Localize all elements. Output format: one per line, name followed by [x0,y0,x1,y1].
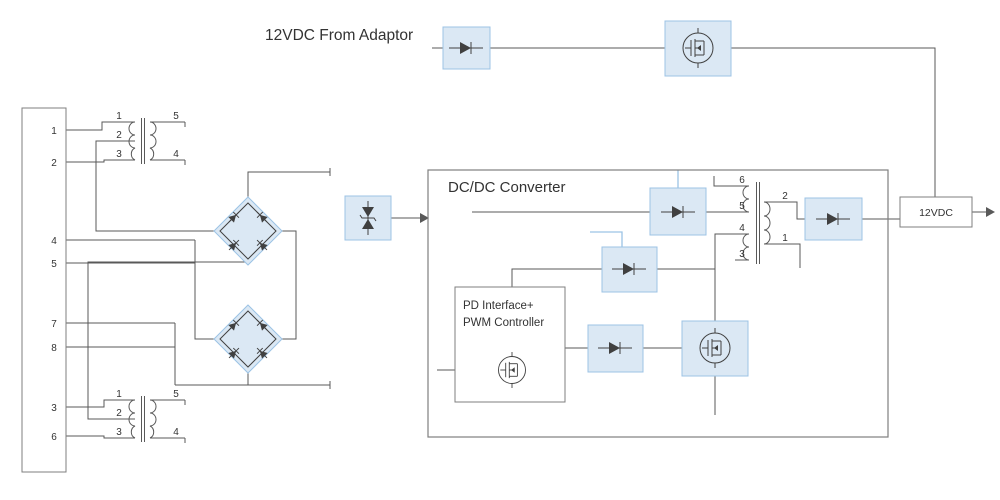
arrow-into-dcdc [420,213,429,223]
wire-pair45 [194,240,220,340]
xfmr-pin-label: 2 [782,191,788,202]
xfmr-pin-label: 2 [116,408,122,419]
pd-label-line1: PD Interface+ [463,300,534,312]
wire-pin6 [66,435,112,439]
connector-pin-label: 5 [51,259,57,270]
xfmr-pin-label: 5 [173,389,179,400]
wire-pin2-out [791,201,805,220]
wire-pin1-stub [791,243,801,268]
xfmr-pin-label: 5 [173,111,179,122]
xfmr-dcdc-leads [735,185,791,261]
gate-lead-line-mid [590,231,623,247]
xfmr-pin-label: 4 [173,149,179,160]
wire-bridge1-out [247,171,330,203]
dcdc-mosfet-block [681,320,749,377]
wire-bridge-bus [276,230,297,340]
xfmr-pin-label: 6 [739,175,745,186]
dcdc-converter-box [427,169,889,438]
adaptor-mosfet-block [664,20,732,77]
pd-label-line2: PWM Controller [463,317,544,329]
dcdc-mid-diode-block [601,246,658,293]
xfmr-pin-label: 4 [173,427,179,438]
adaptor-diode-block [442,26,491,70]
xfmr-pin-label: 1 [782,233,788,244]
dcdc-title: DC/DC Converter [448,179,566,196]
wire-pin6-stub [713,176,735,187]
wire-pin2 [66,159,112,163]
wire-ct-top [95,140,220,232]
bridge-rectifier-icon [213,304,283,374]
connector-pin-label: 8 [51,343,57,354]
output-diode-block [804,197,863,241]
xfmr-pin-label: 3 [116,149,122,160]
dcdc-low-diode-block [587,324,644,373]
dcdc-top-diode-block [649,187,707,236]
transformer-top-icon: 1 2 3 5 4 [116,111,179,164]
xfmr-pin-label: 2 [116,130,122,141]
transformer-dcdc-icon: 6 5 4 3 2 1 [739,175,788,264]
xfmr-pin-label: 3 [116,427,122,438]
xfmr-pin-label: 1 [116,389,122,400]
connector-pin-label: 2 [51,158,57,169]
connector-pin-label: 1 [51,126,57,137]
xfmr-pin-label: 3 [739,249,745,260]
xfmr-top-leads [112,121,186,165]
output-label: 12VDC [919,207,953,219]
output-12vdc-box: 12VDC [899,196,973,228]
xfmr-pin-label: 1 [116,111,122,122]
adaptor-label: 12VDC From Adaptor [265,27,413,44]
xfmr-pin-label: 4 [739,223,745,234]
pd-pwm-controller-box: PD Interface+ PWM Controller [454,286,566,403]
bridge-rectifier-icon [213,196,283,266]
connector-pin-label: 4 [51,236,57,247]
arrow-12v-output [986,207,995,217]
connector-pin-label: 6 [51,432,57,443]
xfmr-bottom-leads [112,399,186,443]
wire-pin1 [66,121,112,131]
rj45-connector: 1 2 4 5 7 8 3 6 [21,107,67,473]
wire-pin3 [66,399,112,408]
wire-ct-bottom [87,261,248,420]
xfmr-pin-label: 5 [739,201,745,212]
connector-pin-label: 7 [51,319,57,330]
transformer-bottom-icon: 1 2 3 5 4 [116,389,179,442]
wire-top-rail [432,47,936,197]
tvs-block [344,195,392,241]
wire-mid-diode-left [511,268,602,287]
connector-pin-label: 3 [51,403,57,414]
wiring [66,47,986,443]
